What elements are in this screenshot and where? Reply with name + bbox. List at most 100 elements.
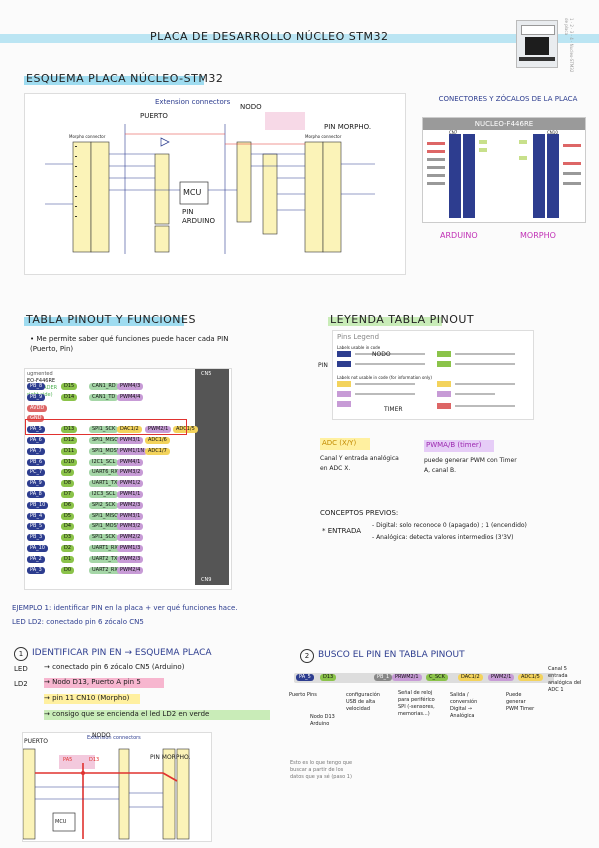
ann-pin-morpho: PIN MORPHO. xyxy=(324,123,372,131)
pinout-pin: PA_3 xyxy=(27,566,45,574)
pinout-function: D8 xyxy=(61,480,75,488)
pinout-function: D15 xyxy=(61,383,78,390)
pinout-function: PWM2/4 xyxy=(117,566,144,574)
pinout-pin: PA_2 xyxy=(27,555,45,563)
pinout-function: ADC1/7 xyxy=(145,447,170,455)
pinout-function: I2C1_SCL xyxy=(89,458,119,466)
section1-title-highlight xyxy=(24,76,204,85)
ann-pin-arduino: PIN ARDUINO xyxy=(182,208,215,225)
pinout-pin: PA_10 xyxy=(27,545,48,552)
section2-title-highlight xyxy=(24,317,184,326)
pinout-function: CAN1_TD xyxy=(89,393,119,401)
pinout-function: UART6_RX xyxy=(89,469,121,477)
morpho-conn-right-label: Morpho connector xyxy=(305,134,342,139)
pinout-function: PWM4/4 xyxy=(117,393,144,401)
mini-ann-pin-morpho: PIN MORPHO. xyxy=(150,754,191,761)
mini-ann-nodo: NODO xyxy=(92,732,111,739)
step2-note: Esto es lo que tengo que buscar a partir… xyxy=(290,760,353,780)
legend-ann-pin: PIN xyxy=(318,362,328,369)
section3-title: LEYENDA TABLA PINOUT xyxy=(330,313,475,326)
pinout-function: SPI2_SCK xyxy=(89,501,119,509)
pinout-pin: GND xyxy=(27,415,45,423)
pinout-function: PWM1/1N xyxy=(117,447,148,455)
pinout-function: SPI1_SCK xyxy=(89,534,119,542)
step1-item-0: → conectado pin 6 zócalo CN5 (Arduino) xyxy=(44,663,185,671)
pinout-function: UART1_TX xyxy=(89,480,121,488)
section1b-title: CONECTORES Y ZÓCALOS DE LA PLACA xyxy=(438,95,578,103)
pinout-function: CAN1_RD xyxy=(89,383,119,390)
legend-ann-timer: TIMER xyxy=(384,406,403,413)
pinout-cn-top: CN5 xyxy=(201,371,212,377)
step2-label-6: Canal 5 entrada analógica del ADC 1 xyxy=(548,666,582,693)
pinout-function: UART1_RX xyxy=(89,545,121,552)
morpho-label: MORPHO xyxy=(520,231,556,240)
step2-label-3: Señal de reloj para periférico SPI (-sen… xyxy=(398,690,435,717)
pinout-pin: PB_10 xyxy=(27,501,49,509)
adc-tag-highlight xyxy=(320,438,370,450)
pinout-function: D0 xyxy=(61,566,75,574)
pinout-row: GND xyxy=(25,415,195,423)
pinout-table: ugmented EO-F446RE NO HEADER right side)… xyxy=(24,368,232,590)
mini-d13: D13 xyxy=(89,757,100,763)
pinout-function: SPI1_MOSI xyxy=(89,447,122,455)
strip-cell-0: PA_5 xyxy=(296,674,314,681)
pinout-function: UART2_TX xyxy=(89,555,121,563)
section2-bullet: • Me permite saber qué funciones puede h… xyxy=(30,335,229,353)
pinout-function: D9 xyxy=(61,469,75,477)
pinout-function: ADC1/6 xyxy=(145,437,170,444)
pinout-pin: PB_9 xyxy=(27,393,46,401)
strip-cell-3: PRWM2/1 xyxy=(392,674,422,681)
pinout-function: PWM3/1 xyxy=(117,437,144,444)
pinout-function: SPI1_MISO xyxy=(89,437,122,444)
pinout-function: PWM1/3 xyxy=(117,545,144,552)
pinout-function: D11 xyxy=(61,447,78,455)
pinout-pin: PB_4 xyxy=(27,512,46,520)
strip-cell-5: DAC1/2 xyxy=(458,674,483,681)
pinout-pin: PC_7 xyxy=(27,469,46,477)
pinout-row: AVDD xyxy=(25,404,195,412)
strip-cell-7: ADC1/5 xyxy=(518,674,543,681)
pinout-function: PWM3/1 xyxy=(117,512,144,520)
pinout-function: PWM2/1 xyxy=(145,426,172,434)
step1-title: IDENTIFICAR PIN EN → ESQUEMA PLACA xyxy=(32,648,212,658)
step1-number: 1 xyxy=(14,647,28,661)
pinout-pin: PB_3 xyxy=(27,534,46,542)
strip-cell-6: PWM2/1 xyxy=(488,674,515,681)
example-line1: EJEMPLO 1: identificar PIN en la placa +… xyxy=(12,604,238,612)
mini-ann-puerto: PUERTO xyxy=(24,738,48,745)
mini-schematic-heading: Extension connectors xyxy=(87,735,141,741)
connector-board: NUCLEO-F446RE CN7 CN10 xyxy=(422,117,586,223)
pinout-function: D13 xyxy=(61,426,78,434)
pinout-function: PWM2/3 xyxy=(117,555,144,563)
legend-ann-nodo: NODO xyxy=(372,351,391,358)
step2-title: BUSCO EL PIN EN TABLA PINOUT xyxy=(318,650,465,660)
mini-mcu-label: MCU xyxy=(55,819,67,825)
step1-item-2-highlight xyxy=(44,694,140,704)
schematic-mini: Extension connectors PA5 D13 MCU xyxy=(22,732,212,842)
legend-box: Pins Legend Labels usable in code Labels… xyxy=(332,330,534,420)
arduino-label: ARDUINO xyxy=(440,231,478,240)
pinout-pin: PB_6 xyxy=(27,458,46,466)
step2-label-1: Nodo D13 Arduino xyxy=(310,714,335,727)
pinout-function: SPI1_SCK xyxy=(89,426,119,434)
pinout-function: UART2_RX xyxy=(89,566,121,574)
step1-item-1: → Nodo D13, Puerto A pin 5 xyxy=(44,678,141,686)
pinout-function: D10 xyxy=(61,458,78,466)
title-highlight-band xyxy=(0,34,599,43)
pinout-function: PWM3/2 xyxy=(117,523,144,531)
step2-label-0: Puerto Pins xyxy=(289,692,317,698)
pinout-function: SPI1_MOSI xyxy=(89,523,122,531)
pinout-pin: PA_8 xyxy=(27,491,45,498)
example-line2: LED LD2: conectado pin 6 zócalo CN5 xyxy=(12,618,144,626)
pinout-function: D5 xyxy=(61,512,75,520)
ann-puerto: PUERTO xyxy=(140,112,168,120)
pwm-tag-highlight xyxy=(424,440,494,452)
